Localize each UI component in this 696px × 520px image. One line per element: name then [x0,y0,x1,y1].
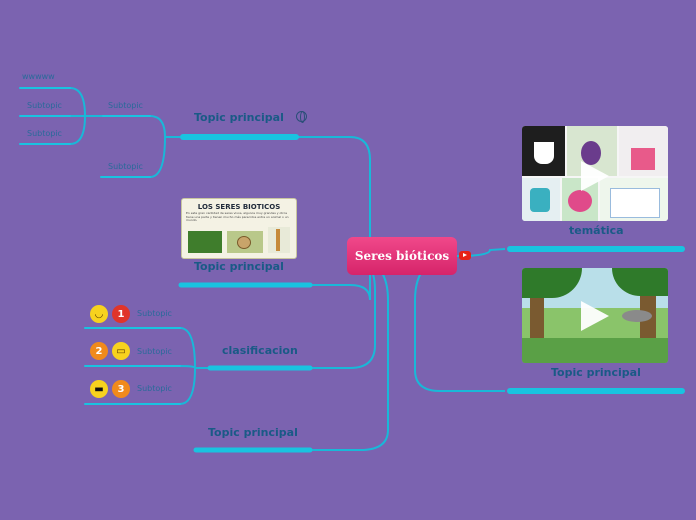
smiley-icon: ◡ [90,305,108,323]
topic-label: clasificacion [222,344,298,357]
topic-label: Topic principal [551,366,641,379]
topic-label: Topic principal [194,111,284,124]
central-topic[interactable]: Seres bióticos [347,237,457,275]
topic-principal-2[interactable]: Topic principal [194,260,284,273]
topic-label: Topic principal [208,426,298,439]
sunglasses-icon: ▬ [90,380,108,398]
subtopic-label: Subtopic [137,309,172,318]
globe-icon[interactable] [296,111,307,123]
subtopic-1a[interactable]: Subtopic [108,101,143,110]
subtopic-label: Subtopic [137,347,172,356]
youtube-icon[interactable] [459,251,471,260]
topic-principal-right[interactable]: Topic principal [551,366,641,379]
number-3-icon: 3 [112,380,130,398]
subtopic-label: Subtopic [108,162,143,171]
clasificacion-subtopic-3[interactable]: Subtopic [137,384,172,393]
topic-label: temática [569,224,624,237]
grin-icon: ▭ [112,342,130,360]
seres-bioticos-image[interactable]: LOS SERES BIOTICOS En este gran cantidad… [181,198,297,259]
topic-label: Topic principal [194,260,284,273]
number-1-icon: 1 [112,305,130,323]
number-2-icon: 2 [90,342,108,360]
topic-principal-1[interactable]: Topic principal [194,111,284,124]
central-topic-label: Seres bióticos [354,249,450,263]
subtopic-label: wwwww [22,72,55,81]
clasificacion-subtopic-2[interactable]: Subtopic [137,347,172,356]
subtopic-label: Subtopic [27,101,62,110]
subtopic-1a-ii[interactable]: Subtopic [27,129,62,138]
image-caption: En este gran cantidad de seres vivos, al… [186,211,289,222]
tematica-video-thumbnail[interactable] [522,126,668,221]
clasificacion-topic[interactable]: clasificacion [222,344,298,357]
image-title: LOS SERES BIOTICOS [197,203,281,211]
subtopic-wwwww[interactable]: wwwww [22,72,55,81]
subtopic-1b[interactable]: Subtopic [108,162,143,171]
topic-principal-video-thumbnail[interactable] [522,268,668,363]
subtopic-label: Subtopic [137,384,172,393]
subtopic-label: Subtopic [27,129,62,138]
play-icon[interactable] [581,161,609,191]
tematica-topic[interactable]: temática [569,224,624,237]
number-1-label: 1 [117,308,125,320]
number-3-label: 3 [117,383,125,395]
number-2-label: 2 [95,345,103,357]
topic-principal-4[interactable]: Topic principal [208,426,298,439]
play-icon[interactable] [581,301,609,331]
clasificacion-subtopic-1[interactable]: Subtopic [137,309,172,318]
subtopic-label: Subtopic [108,101,143,110]
subtopic-1a-i[interactable]: Subtopic [27,101,62,110]
